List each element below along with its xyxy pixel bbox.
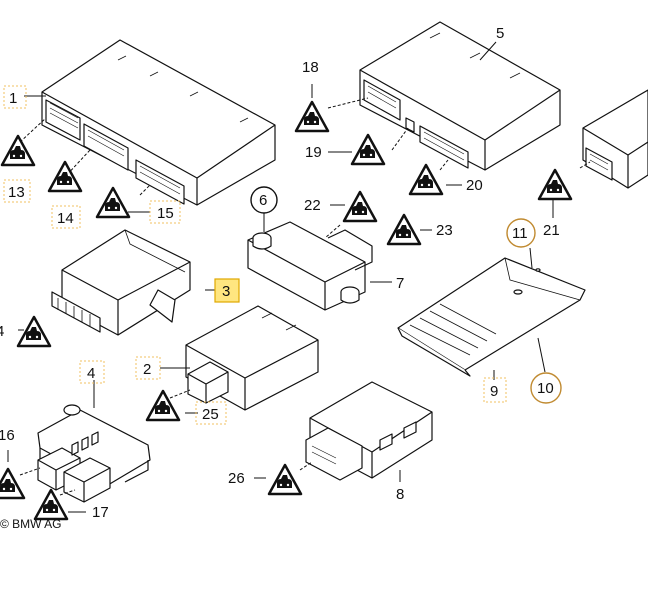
highlight-box-3 [214,278,240,303]
esd-warning-triangle-icon [95,186,131,219]
callout-10: 10 [537,380,554,397]
callout-2: 2 [143,361,151,378]
callout-18: 18 [302,59,319,76]
esd-warning-triangle-icon [350,133,386,166]
part-2-module [185,305,319,411]
callout-13: 13 [8,184,25,201]
esd-warning-triangle-icon [294,100,330,133]
callout-6: 6 [259,192,267,209]
callout-16: 16 [0,427,15,444]
esd-warning-triangle-icon [0,134,36,167]
esd-warning-triangle-icon [408,163,444,196]
part-7-module [247,221,373,311]
callout-19: 19 [305,144,322,161]
callout-17: 17 [92,504,109,521]
callout-circles [250,186,562,404]
callout-14: 14 [57,210,74,227]
part-5-module [359,21,561,171]
callout-1: 1 [9,90,17,107]
callout-7: 7 [396,275,404,292]
copyright-text: © BMW AG [0,517,62,531]
esd-warning-triangle-icon [47,160,83,193]
part-3-module [51,229,191,336]
callout-20: 20 [466,177,483,194]
callout-15: 15 [157,205,174,222]
part-21-module [582,89,648,189]
esd-warning-triangle-icon [145,389,181,422]
esd-warning-triangle-icon [342,190,378,223]
callout-23: 23 [436,222,453,239]
callout-boxes [3,85,507,425]
esd-warning-triangle-icon [386,213,422,246]
part-9-plate [397,257,586,377]
callout-22: 22 [304,197,321,214]
part-8-module [305,381,433,481]
callout-25: 25 [202,406,219,423]
callout-9: 9 [490,383,498,400]
callout-11: 11 [512,225,528,242]
esd-warning-triangle-icon [267,463,303,496]
esd-warning-triangle-icon [16,315,52,348]
callout-26: 26 [228,470,245,487]
callout-5: 5 [496,25,504,42]
callout-8: 8 [396,486,404,503]
callout-4-left: 4 [0,323,4,340]
part-1-module [41,39,276,206]
leader-lines [7,41,591,513]
callout-3: 3 [222,283,230,300]
callout-4: 4 [87,365,95,382]
esd-warning-triangle-icon [0,467,26,500]
callout-21: 21 [543,222,560,239]
esd-warning-triangle-icon [537,168,573,201]
part-4-bracket [37,404,151,503]
